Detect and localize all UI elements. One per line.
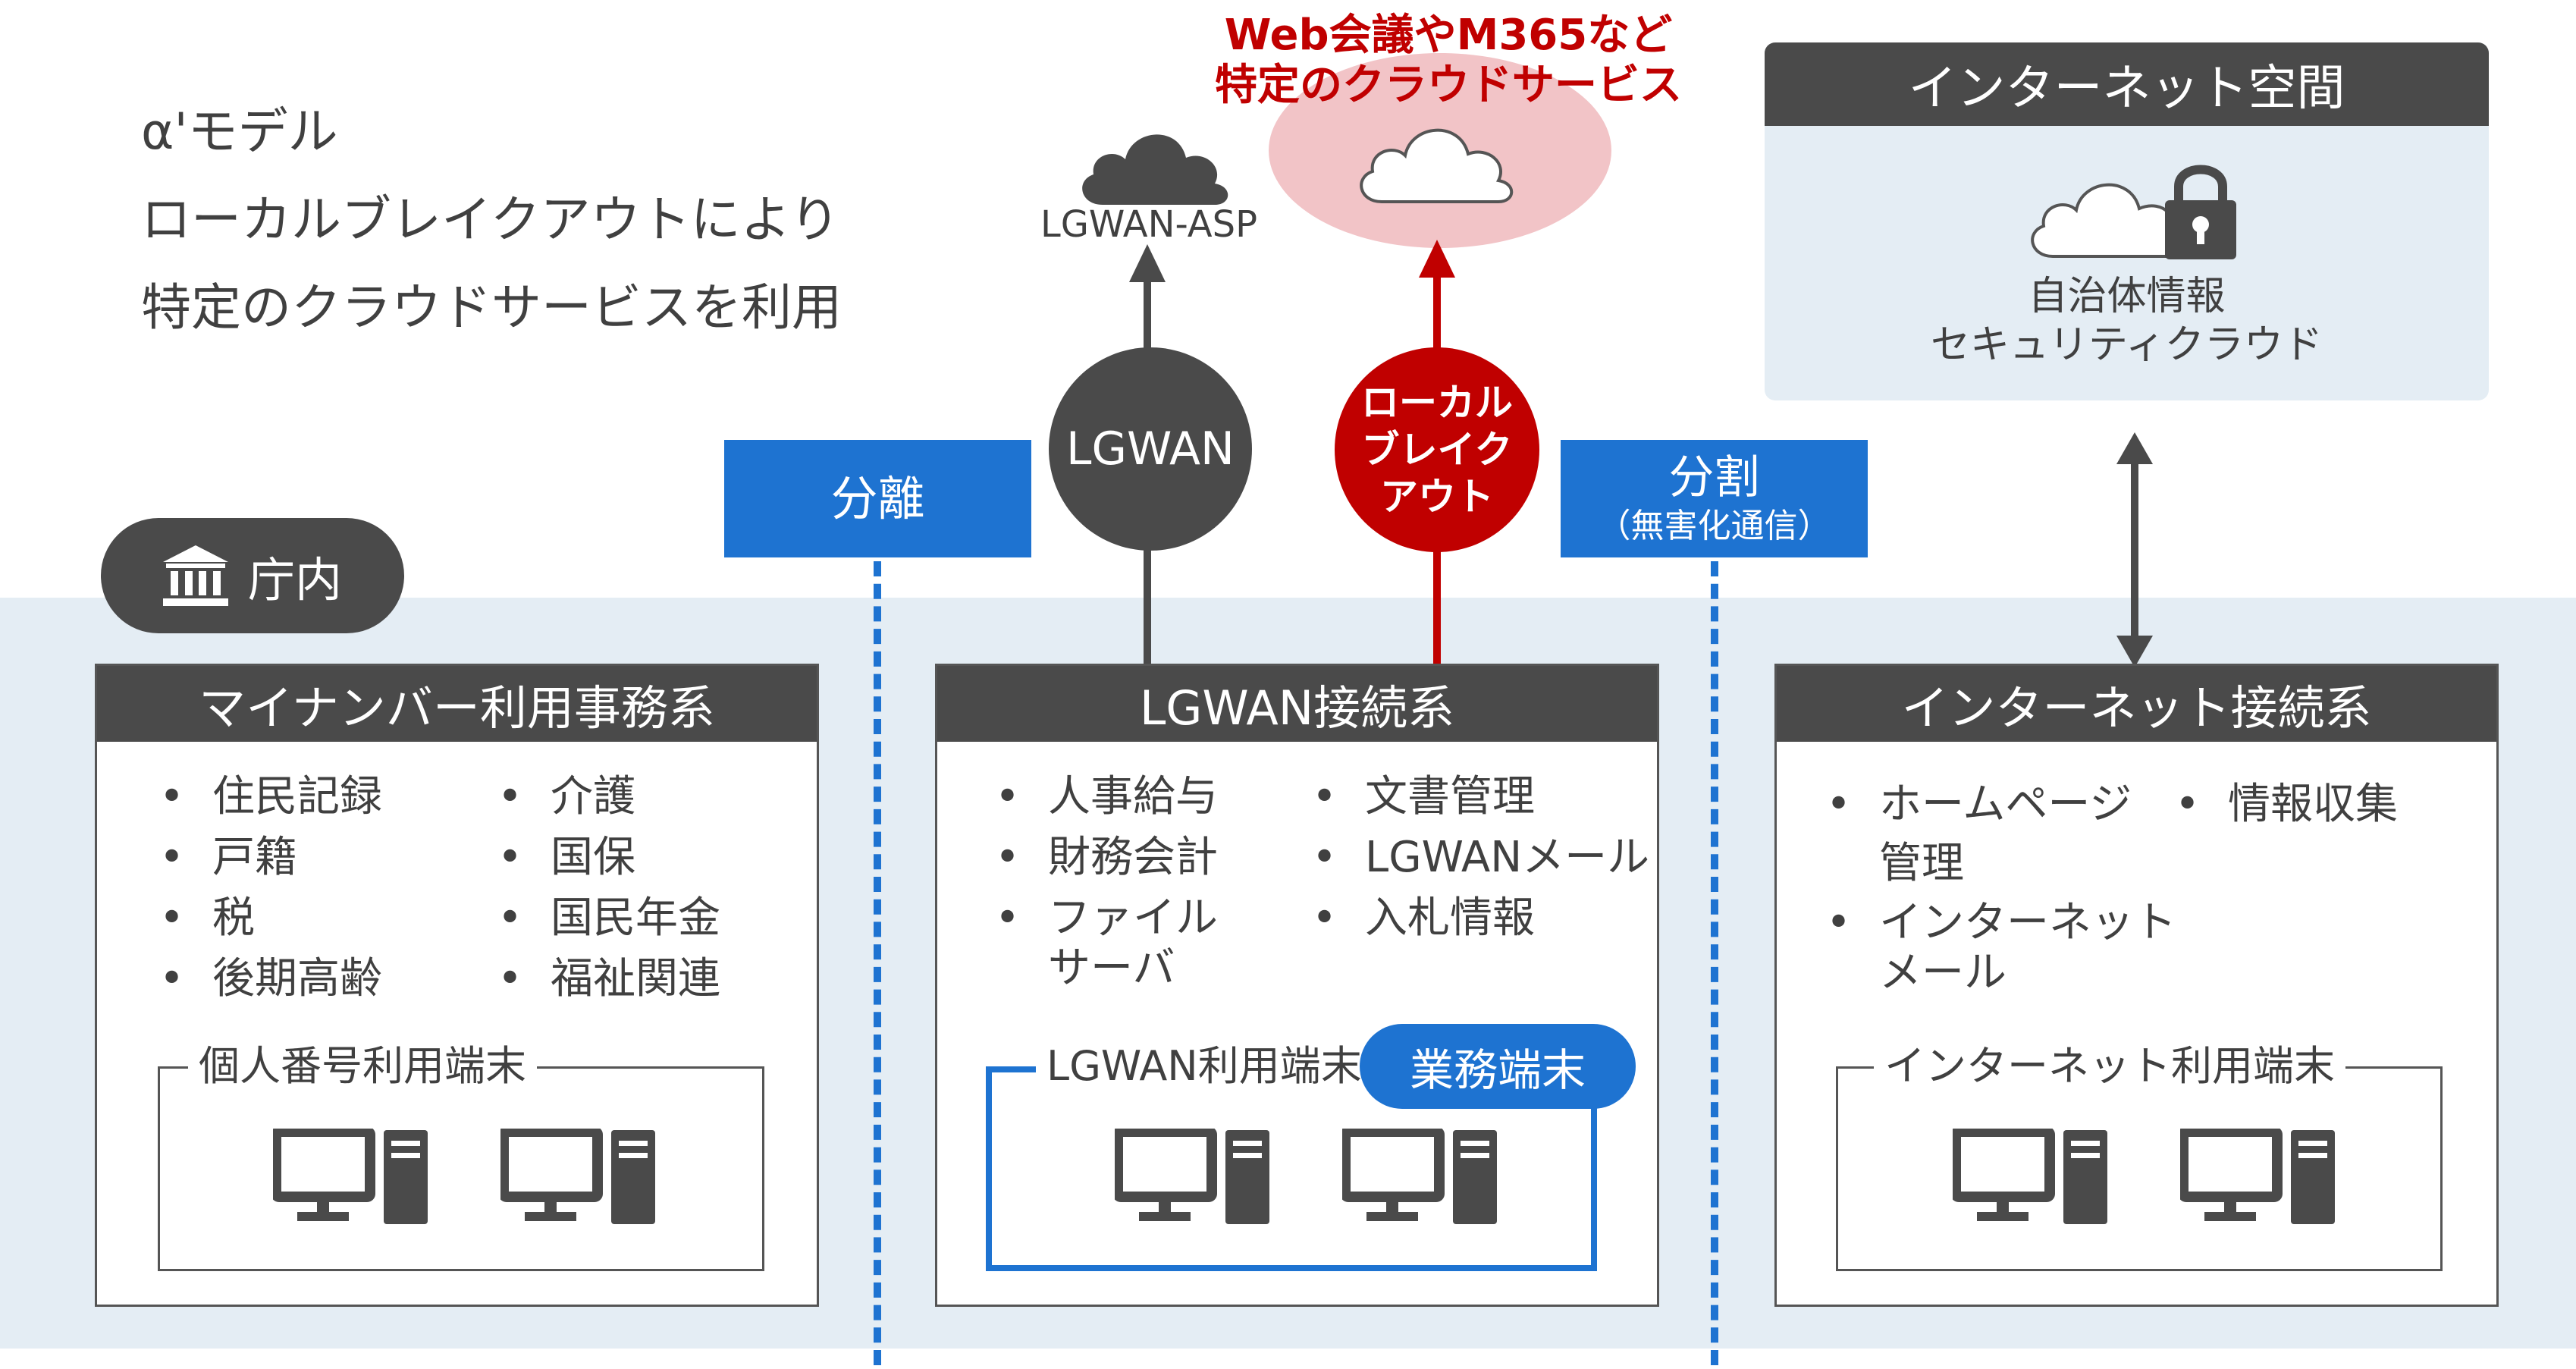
separation-label: 分離: [830, 471, 925, 526]
list-item-continuation: サーバ: [1048, 944, 1175, 993]
list-item-continuation: メール: [1879, 948, 2007, 997]
business-terminal-badge: 業務端末: [1360, 1024, 1636, 1109]
separation-label-box: 分離: [724, 440, 1031, 557]
list-item: 税: [159, 893, 255, 944]
mynumber-terminal-label: 個人番号利用端末: [188, 1044, 537, 1089]
government-building-icon: [162, 545, 228, 606]
list-item: 戸籍: [159, 833, 297, 883]
internet-terminal-frame: [1836, 1066, 2443, 1271]
local-breakout-circle: ローカル ブレイク アウト: [1335, 347, 1539, 552]
bidirectional-arrow-icon: [2116, 432, 2153, 667]
local-breakout-line-3: アウト: [1380, 475, 1494, 519]
list-item-continuation: 管理: [1879, 839, 1964, 888]
specific-cloud-caption: Web会議やM365など 特定のクラウドサービス: [1107, 11, 1790, 111]
internet-space-panel: インターネット空間 自治体情報 セキュリティクラウド: [1765, 42, 2489, 400]
internet-system-title: インターネット接続系: [1777, 666, 2496, 742]
intro-line-3: 特定のクラウドサービスを利用: [141, 278, 842, 337]
local-breakout-line-2: ブレイク: [1361, 428, 1513, 472]
list-item: 入札情報: [1312, 893, 1535, 944]
lgwan-asp-label: LGWAN-ASP: [1040, 203, 1258, 246]
specific-cloud-caption-line-1: Web会議やM365など: [1224, 11, 1673, 60]
office-label: 庁内: [247, 552, 342, 608]
lock-icon: [2165, 165, 2236, 259]
internet-space-title: インターネット空間: [1765, 42, 2489, 126]
security-cloud-line-1: 自治体情報: [2028, 274, 2226, 319]
business-terminal-label: 業務端末: [1409, 1044, 1586, 1096]
list-item: 文書管理: [1312, 772, 1535, 822]
desktop-computer-icon: [2180, 1129, 2335, 1224]
lgwan-system-panel: LGWAN接続系 人事給与 財務会計 ファイル サーバ 文書管理 LGWANメー…: [935, 664, 1659, 1307]
intro-model-name: α'モデル: [141, 102, 338, 161]
internet-terminal-label: インターネット利用端末: [1874, 1044, 2345, 1089]
security-cloud-icon: [2031, 183, 2170, 258]
local-breakout-line-1: ローカル: [1361, 381, 1513, 425]
separation-dashed-line: [874, 561, 881, 1365]
list-item: ファイル: [995, 893, 1218, 944]
division-label: 分割: [1668, 451, 1760, 504]
list-item: 情報収集: [2175, 780, 2398, 830]
lgwan-system-title: LGWAN接続系: [937, 666, 1657, 742]
lgwan-network-circle: LGWAN: [1049, 347, 1252, 551]
specific-cloud-caption-line-2: 特定のクラウドサービス: [1215, 61, 1682, 110]
division-sublabel: （無害化通信）: [1597, 507, 1831, 545]
list-item: ホームページ: [1826, 780, 2132, 830]
lgwan-up-arrow-icon: [1129, 244, 1166, 282]
list-item: インターネット: [1826, 898, 2176, 948]
mynumber-system-title: マイナンバー利用事務系: [97, 666, 817, 742]
list-item: LGWANメール: [1312, 833, 1649, 883]
list-item: 財務会計: [995, 833, 1218, 883]
list-item: 人事給与: [995, 772, 1218, 822]
mynumber-system-panel: マイナンバー利用事務系 住民記録 戸籍 税 後期高齢 介護 国保 国民年金 福祉…: [95, 664, 819, 1307]
lgwan-asp-cloud-icon: [1082, 134, 1228, 205]
intro-line-2: ローカルブレイクアウトにより: [141, 190, 840, 249]
list-item: 住民記録: [159, 772, 382, 822]
desktop-computer-icon: [1342, 1129, 1497, 1224]
security-cloud-line-2: セキュリティクラウド: [1931, 322, 2323, 368]
office-label-pill: 庁内: [101, 518, 404, 633]
list-item: 国保: [497, 833, 635, 883]
desktop-computer-icon: [1115, 1129, 1269, 1224]
list-item: 介護: [497, 772, 635, 822]
specific-cloud-icon: [1360, 128, 1514, 203]
division-dashed-line: [1711, 561, 1718, 1365]
desktop-computer-icon: [500, 1129, 655, 1224]
list-item: 国民年金: [497, 893, 720, 944]
breakout-up-arrow-icon: [1419, 240, 1455, 278]
desktop-computer-icon: [273, 1129, 428, 1224]
internet-system-panel: インターネット接続系 ホームページ 管理 インターネット メール 情報収集 イン…: [1774, 664, 2499, 1307]
lgwan-network-label: LGWAN: [1066, 422, 1235, 476]
mynumber-terminal-frame: [158, 1066, 764, 1271]
desktop-computer-icon: [1953, 1129, 2107, 1224]
list-item: 福祉関連: [497, 954, 720, 1004]
list-item: 後期高齢: [159, 954, 382, 1004]
lgwan-terminal-label: LGWAN利用端末: [1036, 1044, 1373, 1089]
division-label-box: 分割 （無害化通信）: [1561, 440, 1868, 557]
